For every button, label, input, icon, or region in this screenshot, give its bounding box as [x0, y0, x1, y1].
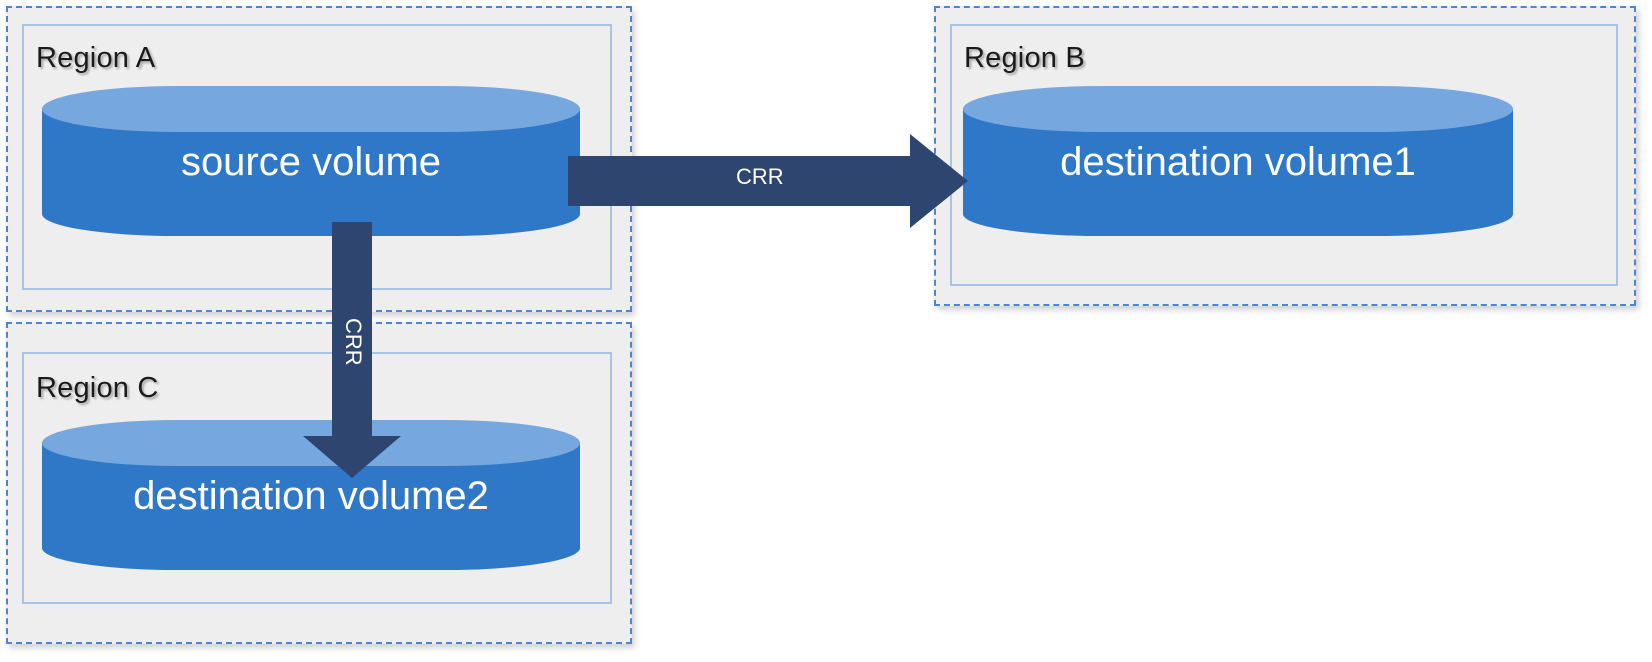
cylinder-bottom-ellipse — [963, 192, 1513, 236]
arrow-shape — [568, 134, 968, 228]
region-c-label: Region C — [36, 372, 159, 404]
region-a-label: Region A — [36, 42, 156, 74]
cylinder-top-ellipse — [42, 86, 580, 132]
destination-volume2-cylinder[interactable]: destination volume2 — [42, 420, 580, 570]
crr-label-horizontal: CRR — [736, 164, 784, 189]
destination-volume2-label: destination volume2 — [133, 474, 489, 518]
cylinder-top-ellipse — [963, 86, 1513, 132]
cylinder-bottom-ellipse — [42, 192, 580, 236]
crr-arrow-vertical[interactable] — [303, 222, 401, 478]
cylinder-top-ellipse — [42, 420, 580, 466]
destination-volume1-cylinder[interactable]: destination volume1 — [963, 86, 1513, 236]
cylinder-bottom-ellipse — [42, 526, 580, 570]
destination-volume1-label: destination volume1 — [1060, 140, 1416, 184]
region-b-label: Region B — [964, 42, 1085, 74]
source-volume-cylinder[interactable]: source volume — [42, 86, 580, 236]
crr-arrow-horizontal[interactable] — [568, 134, 968, 228]
arrow-shape — [303, 222, 401, 478]
crr-label-vertical: CRR — [341, 318, 366, 366]
source-volume-label: source volume — [180, 140, 442, 184]
